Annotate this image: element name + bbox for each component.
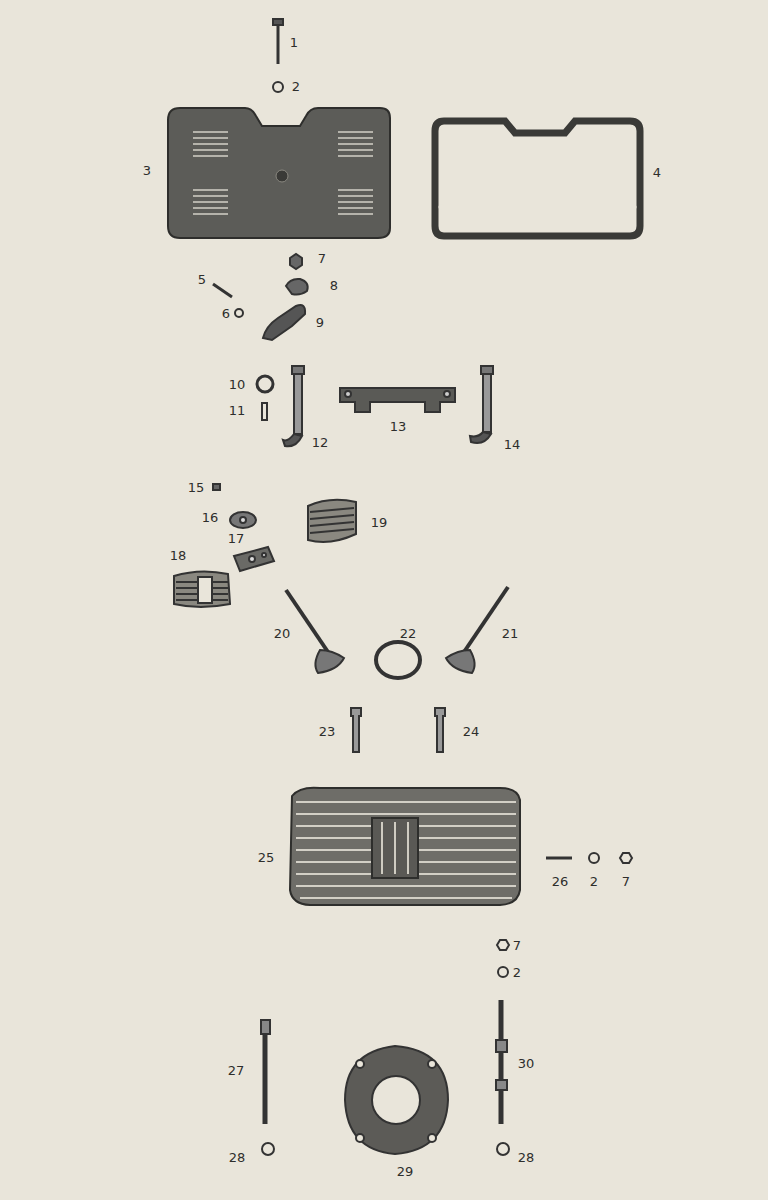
callout-number: 4 (653, 166, 661, 179)
callout-number: 3 (143, 164, 151, 177)
callout-number: 7 (513, 939, 521, 952)
callout-number: 5 (198, 273, 206, 286)
callout-number: 17 (228, 532, 245, 545)
callout-number: 21 (502, 627, 519, 640)
callout-number: 13 (390, 420, 407, 433)
callout-number: 26 (552, 875, 569, 888)
callout-number: 15 (188, 481, 205, 494)
callout-number: 7 (622, 875, 630, 888)
callout-number: 10 (229, 378, 246, 391)
callout-number: 20 (274, 627, 291, 640)
callout-number: 6 (222, 307, 230, 320)
callout-number: 23 (319, 725, 336, 738)
callout-number: 25 (258, 851, 275, 864)
callout-number: 28 (518, 1151, 535, 1164)
callout-number: 22 (400, 627, 417, 640)
callout-number: 2 (292, 80, 300, 93)
callout-number: 9 (316, 316, 324, 329)
callout-number: 8 (330, 279, 338, 292)
callout-number: 2 (590, 875, 598, 888)
callout-number: 16 (202, 511, 219, 524)
callout-number: 24 (463, 725, 480, 738)
callout-number: 11 (229, 404, 246, 417)
callout-number: 12 (312, 436, 329, 449)
callout-number: 30 (518, 1057, 535, 1070)
callout-number: 28 (229, 1151, 246, 1164)
callout-number: 18 (170, 549, 187, 562)
callout-number: 1 (290, 36, 298, 49)
callout-number: 19 (371, 516, 388, 529)
callout-number: 7 (318, 252, 326, 265)
callout-number: 27 (228, 1064, 245, 1077)
callout-number: 14 (504, 438, 521, 451)
callout-number: 29 (397, 1165, 414, 1178)
callout-number: 2 (513, 966, 521, 979)
